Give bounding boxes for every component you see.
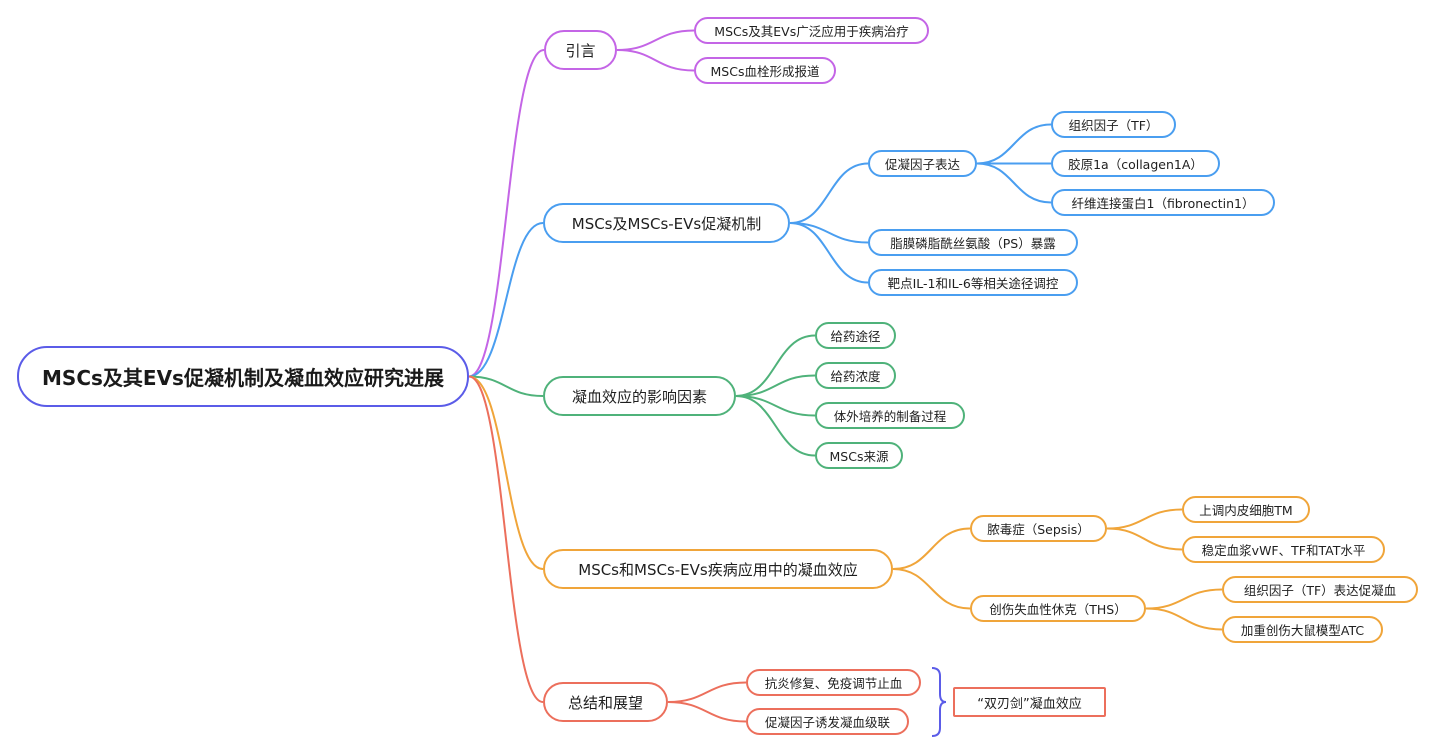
- ths-aggravate-atc[interactable]: 加重创伤大鼠模型ATC: [1222, 616, 1383, 643]
- connector-intro-1: [616, 49, 695, 72]
- sepsis-stabilize-plasma-levels[interactable]: 稳定血浆vWF、TF和TAT水平: [1182, 536, 1385, 563]
- connector-sepsis-1: [1106, 527, 1183, 551]
- connector-intro-0: [616, 29, 695, 51]
- mechanism-ps-exposure[interactable]: 脂膜磷脂酰丝氨酸（PS）暴露: [868, 229, 1078, 256]
- connector-factors-1: [735, 374, 816, 397]
- connector-factors-3: [735, 395, 816, 457]
- connector-summary-0: [667, 681, 747, 703]
- intro-item-wide-application[interactable]: MSCs及其EVs广泛应用于疾病治疗: [694, 17, 929, 44]
- connector-ths-1: [1145, 607, 1223, 631]
- summary-brace: [931, 667, 947, 737]
- sepsis-upregulate-tm[interactable]: 上调内皮细胞TM: [1182, 496, 1310, 523]
- root-topic[interactable]: MSCs及其EVs促凝机制及凝血效应研究进展: [17, 346, 469, 407]
- connector-root-factors: [468, 375, 544, 397]
- connector-ths-0: [1145, 588, 1223, 610]
- connector-root-application: [468, 375, 544, 570]
- branch-summary-outlook[interactable]: 总结和展望: [543, 682, 668, 722]
- intro-item-thrombosis-reports[interactable]: MSCs血栓形成报道: [694, 57, 836, 84]
- connector-summary-1: [667, 701, 747, 723]
- connector-mech-factor: [789, 162, 869, 224]
- connector-root-summary: [468, 375, 544, 703]
- factor-tissue-factor[interactable]: 组织因子（TF）: [1051, 111, 1176, 138]
- factor-fibronectin1[interactable]: 纤维连接蛋白1（fibronectin1）: [1051, 189, 1275, 216]
- connector-factors-2: [735, 395, 816, 417]
- factor-mscs-source[interactable]: MSCs来源: [815, 442, 903, 469]
- summary-coagulation-cascade[interactable]: 促凝因子诱发凝血级联: [746, 708, 909, 735]
- connector-factor-0: [976, 123, 1052, 165]
- connector-root-mechanism: [468, 222, 544, 378]
- ths-tissue-factor-procoagulation[interactable]: 组织因子（TF）表达促凝血: [1222, 576, 1418, 603]
- branch-coagulation-mechanism[interactable]: MSCs及MSCs-EVs促凝机制: [543, 203, 790, 243]
- summary-anti-inflammatory-hemostasis[interactable]: 抗炎修复、免疫调节止血: [746, 669, 921, 696]
- connector-factor-2: [976, 162, 1052, 204]
- branch-influencing-factors[interactable]: 凝血效应的影响因素: [543, 376, 736, 416]
- application-ths[interactable]: 创伤失血性休克（THS）: [970, 595, 1146, 622]
- branch-introduction[interactable]: 引言: [544, 30, 617, 70]
- application-sepsis[interactable]: 脓毒症（Sepsis）: [970, 515, 1107, 542]
- connector-mech-2: [789, 222, 869, 284]
- connector-factors-0: [735, 334, 816, 397]
- mechanism-procoagulant-factor-expression[interactable]: 促凝因子表达: [868, 150, 977, 177]
- summary-double-edged-conclusion[interactable]: “双刃剑”凝血效应: [953, 687, 1106, 717]
- factor-in-vitro-preparation[interactable]: 体外培养的制备过程: [815, 402, 965, 429]
- connector-mech-1: [789, 222, 869, 244]
- connector-app-ths: [892, 568, 971, 610]
- factor-administration-route[interactable]: 给药途径: [815, 322, 896, 349]
- connector-root-intro: [468, 49, 545, 378]
- branch-clinical-application[interactable]: MSCs和MSCs-EVs疾病应用中的凝血效应: [543, 549, 893, 589]
- mechanism-il-pathway-regulation[interactable]: 靶点IL-1和IL-6等相关途径调控: [868, 269, 1078, 296]
- connector-sepsis-0: [1106, 508, 1183, 530]
- factor-collagen1a[interactable]: 胶原1a（collagen1A）: [1051, 150, 1220, 177]
- factor-administration-concentration[interactable]: 给药浓度: [815, 362, 896, 389]
- connector-app-sepsis: [892, 527, 971, 570]
